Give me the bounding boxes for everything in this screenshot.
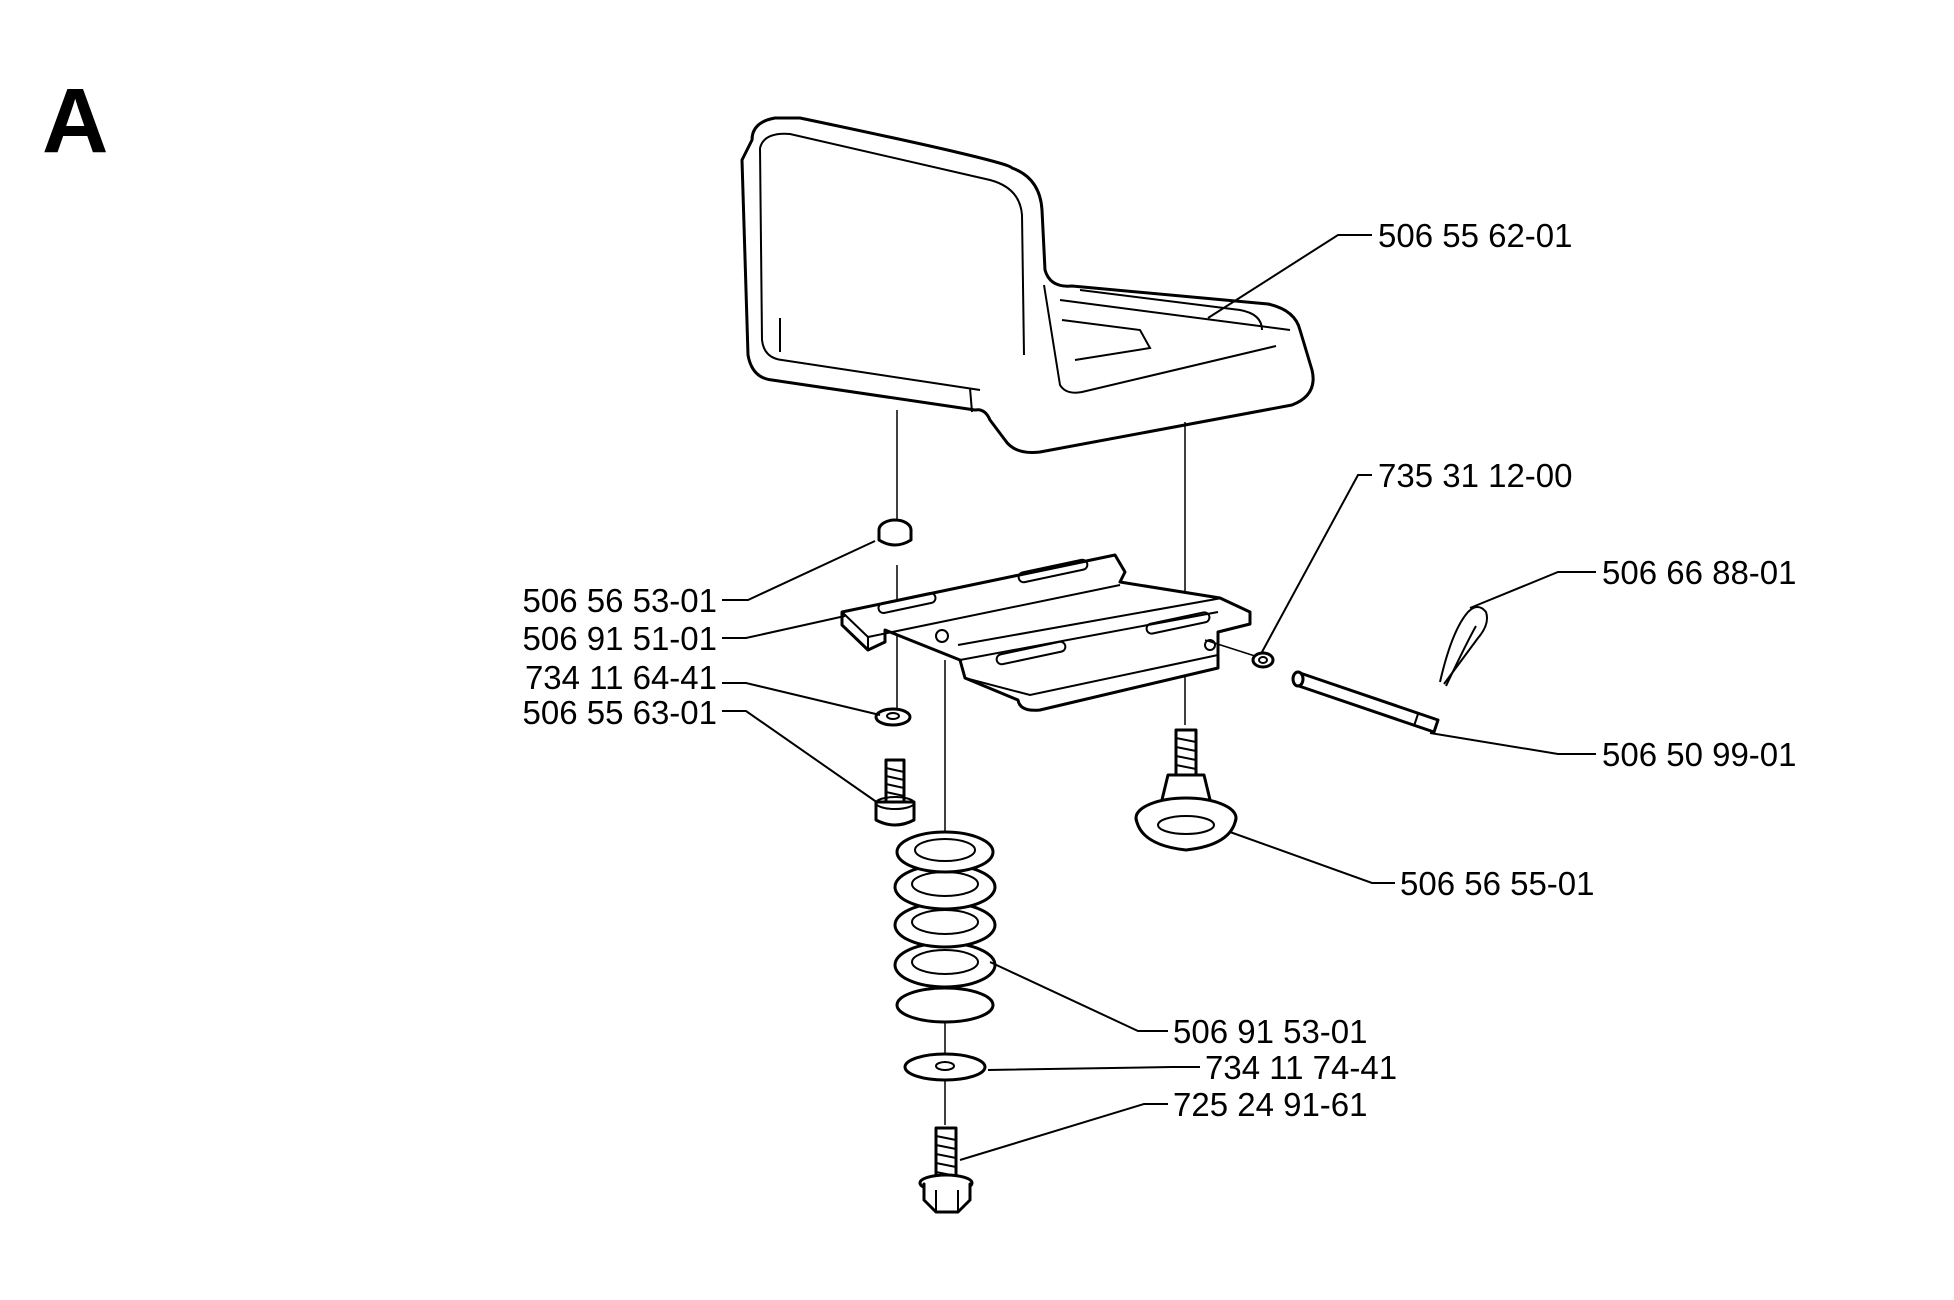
seat-part <box>740 116 1315 454</box>
label-top-nut: 506 56 53-01 <box>522 582 717 619</box>
label-small-washer: 734 11 64-41 <box>525 659 717 696</box>
label-bracket: 506 91 51-01 <box>522 620 717 657</box>
section-title: A <box>42 70 108 172</box>
hair-pin-part <box>1439 606 1488 687</box>
clip-washer-part <box>1251 651 1275 669</box>
label-pin: 506 50 99-01 <box>1602 736 1797 773</box>
leader-lines <box>722 234 1596 1161</box>
label-knob: 506 56 55-01 <box>1400 865 1595 902</box>
small-bolt-part <box>874 758 916 827</box>
label-large-bolt: 725 24 91-61 <box>1173 1086 1368 1123</box>
spring-part <box>893 830 997 1024</box>
pin-part <box>1291 670 1440 734</box>
label-seat: 506 55 62-01 <box>1378 217 1573 254</box>
label-hair-pin: 506 66 88-01 <box>1602 554 1797 591</box>
axis-clip <box>1204 639 1256 657</box>
seat-bracket-part <box>840 553 1252 712</box>
label-clip-washer: 735 31 12-00 <box>1378 457 1573 494</box>
small-washer-part <box>874 707 912 727</box>
top-nut-part <box>877 518 913 547</box>
label-spring: 506 91 53-01 <box>1173 1013 1368 1050</box>
large-washer-part <box>903 1052 987 1082</box>
large-bolt-part <box>918 1126 974 1214</box>
label-small-bolt: 506 55 63-01 <box>522 694 717 731</box>
label-large-washer: 734 11 74-41 <box>1205 1049 1397 1086</box>
adjust-knob-part <box>1134 728 1238 852</box>
